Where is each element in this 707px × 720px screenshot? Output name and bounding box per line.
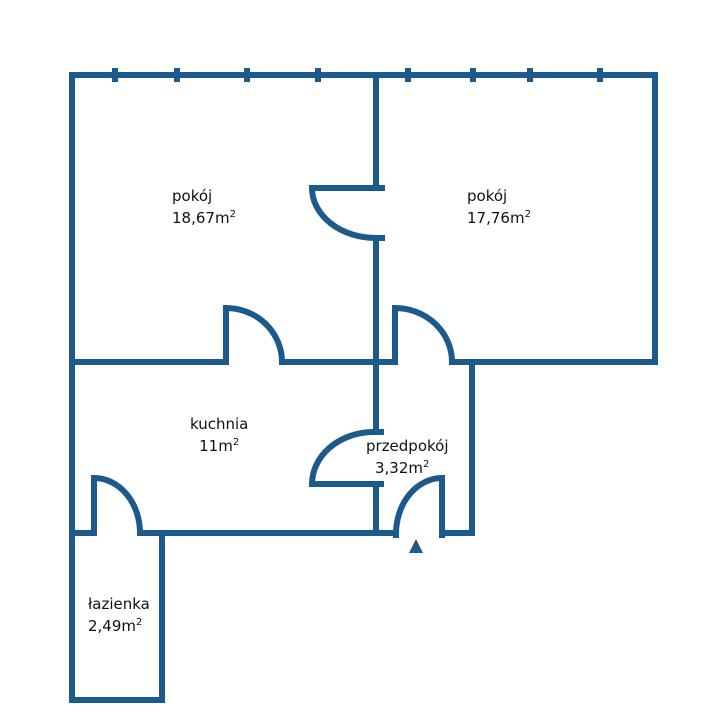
room-area: 11m2 <box>199 437 240 455</box>
window-mark <box>315 68 321 82</box>
room-label-pokoj-1: pokój 18,67m2 <box>172 185 236 229</box>
doors <box>91 185 456 539</box>
room-label-kuchnia: kuchnia 11m2 <box>190 413 248 457</box>
window-mark <box>527 68 533 82</box>
room-area: 3,32m2 <box>375 459 430 477</box>
door-hallway-kitchen <box>308 429 384 487</box>
window-mark <box>174 68 180 82</box>
room-label-pokoj-2: pokój 17,76m2 <box>467 185 531 229</box>
window-mark <box>405 68 411 82</box>
windows <box>112 68 603 82</box>
room-name: przedpokój <box>366 437 449 455</box>
room-name: kuchnia <box>190 415 249 433</box>
room-name: pokój <box>172 187 213 205</box>
window-mark <box>112 68 118 82</box>
door-kitchen <box>223 304 286 366</box>
walls <box>69 72 658 703</box>
window-mark <box>470 68 476 82</box>
room-area: 17,76m2 <box>467 209 531 227</box>
room-name: łazienka <box>88 595 150 613</box>
room-area: 18,67m2 <box>172 209 236 227</box>
room-area: 2,49m2 <box>88 617 143 635</box>
door-entrance <box>392 474 445 539</box>
room-label-przedpokoj: przedpokój 3,32m2 <box>366 435 449 479</box>
entrance-arrow-icon <box>409 539 423 553</box>
room-label-lazienka: łazienka 2,49m2 <box>88 593 150 637</box>
door-rooms <box>308 185 385 241</box>
window-mark <box>244 68 250 82</box>
window-mark <box>597 68 603 82</box>
outer-left-wall <box>69 72 165 703</box>
outer-top-wall <box>69 72 658 365</box>
hallway-right-wall <box>439 359 475 536</box>
room-name: pokój <box>467 187 508 205</box>
door-bathroom <box>91 474 144 537</box>
door-right-room <box>392 304 456 366</box>
